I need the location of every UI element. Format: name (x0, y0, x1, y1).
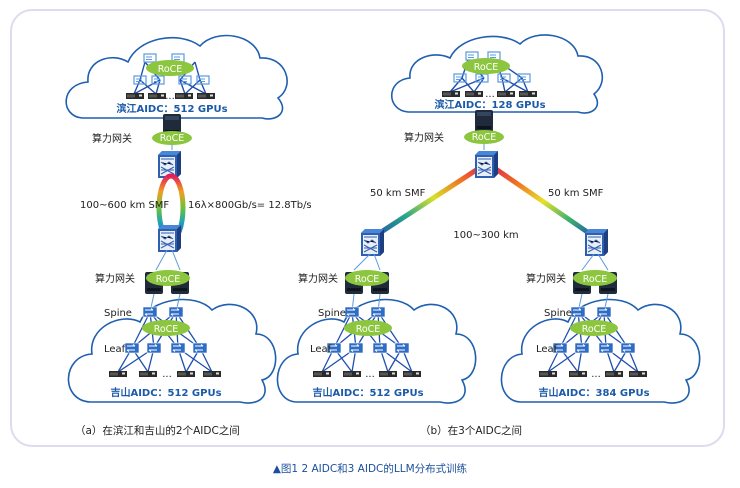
ellipsis: ... (365, 369, 375, 380)
subtitle-a: （a）在滨江和吉山的2个AIDC之间 (75, 424, 240, 437)
leaf-label: Leaf (104, 344, 126, 355)
link-right-label: 50 km SMF (548, 188, 604, 199)
roce-badge (142, 320, 190, 336)
roce-badge (344, 320, 392, 336)
roce-label: RoCE (160, 133, 185, 144)
roce-label: RoCE (355, 274, 380, 285)
roce-label: RoCE (472, 132, 497, 143)
roce-badge (570, 320, 618, 336)
roce-badge (152, 131, 192, 145)
leaf-label: Leaf (310, 344, 332, 355)
link-left-label: 50 km SMF (370, 188, 426, 199)
binjiang-aidc-label: 滨江AIDC：512 GPUs (116, 102, 227, 115)
optical-router-icon (584, 228, 609, 257)
figure-caption: ▲图1 2 AIDC和3 AIDC的LLM分布式训练 (273, 462, 468, 475)
roce-badge (146, 60, 194, 76)
optical-router-icon (474, 150, 499, 179)
roce-label: RoCE (154, 324, 179, 335)
roce-label: RoCE (356, 324, 381, 335)
jishan-aidc-label: 吉山AIDC：512 GPUs (110, 386, 221, 399)
roce-label: RoCE (156, 274, 181, 285)
jishan-aidc-label: 吉山AIDC：512 GPUs (312, 386, 423, 399)
figure-frame (10, 9, 725, 447)
link-bottom-label: 100~300 km (453, 230, 518, 241)
optical-link-right (488, 162, 598, 241)
gateway-label: 算力网关 (526, 272, 566, 285)
optical-router-icon (157, 224, 182, 253)
link-distance-label: 100~600 km SMF (80, 200, 169, 211)
optical-router-icon (360, 228, 385, 257)
ellipsis: ... (162, 369, 172, 380)
roce-badge (146, 270, 190, 286)
gateway-label: 算力网关 (404, 131, 444, 144)
server-tower-icon (475, 110, 493, 132)
subtitle-b: （b）在3个AIDC之间 (420, 424, 522, 437)
cloud-binjiang-a (65, 34, 288, 120)
roce-badge (464, 130, 504, 144)
roce-label: RoCE (474, 62, 499, 73)
leaf-label: Leaf (536, 344, 558, 355)
optical-link-left (370, 162, 486, 241)
spine-label: Spine (104, 308, 132, 319)
roce-badge (345, 270, 389, 286)
ellipsis: ... (165, 91, 175, 102)
ellipsis: ... (591, 369, 601, 380)
jishan-aidc-label: 吉山AIDC：384 GPUs (538, 386, 649, 399)
gateway-label: 算力网关 (95, 272, 135, 285)
roce-label: RoCE (158, 64, 183, 75)
roce-badge (462, 58, 510, 74)
ellipsis: ... (485, 89, 495, 100)
roce-label: RoCE (582, 324, 607, 335)
roce-label: RoCE (583, 274, 608, 285)
spine-label: Spine (318, 308, 346, 319)
link-capacity-label: 16λ×800Gb/s= 12.8Tb/s (188, 200, 312, 211)
binjiang-aidc-label: 滨江AIDC：128 GPUs (434, 98, 545, 111)
roce-badge (573, 270, 617, 286)
gateway-label: 算力网关 (298, 272, 338, 285)
spine-label: Spine (544, 308, 572, 319)
gateway-label: 算力网关 (92, 132, 132, 145)
